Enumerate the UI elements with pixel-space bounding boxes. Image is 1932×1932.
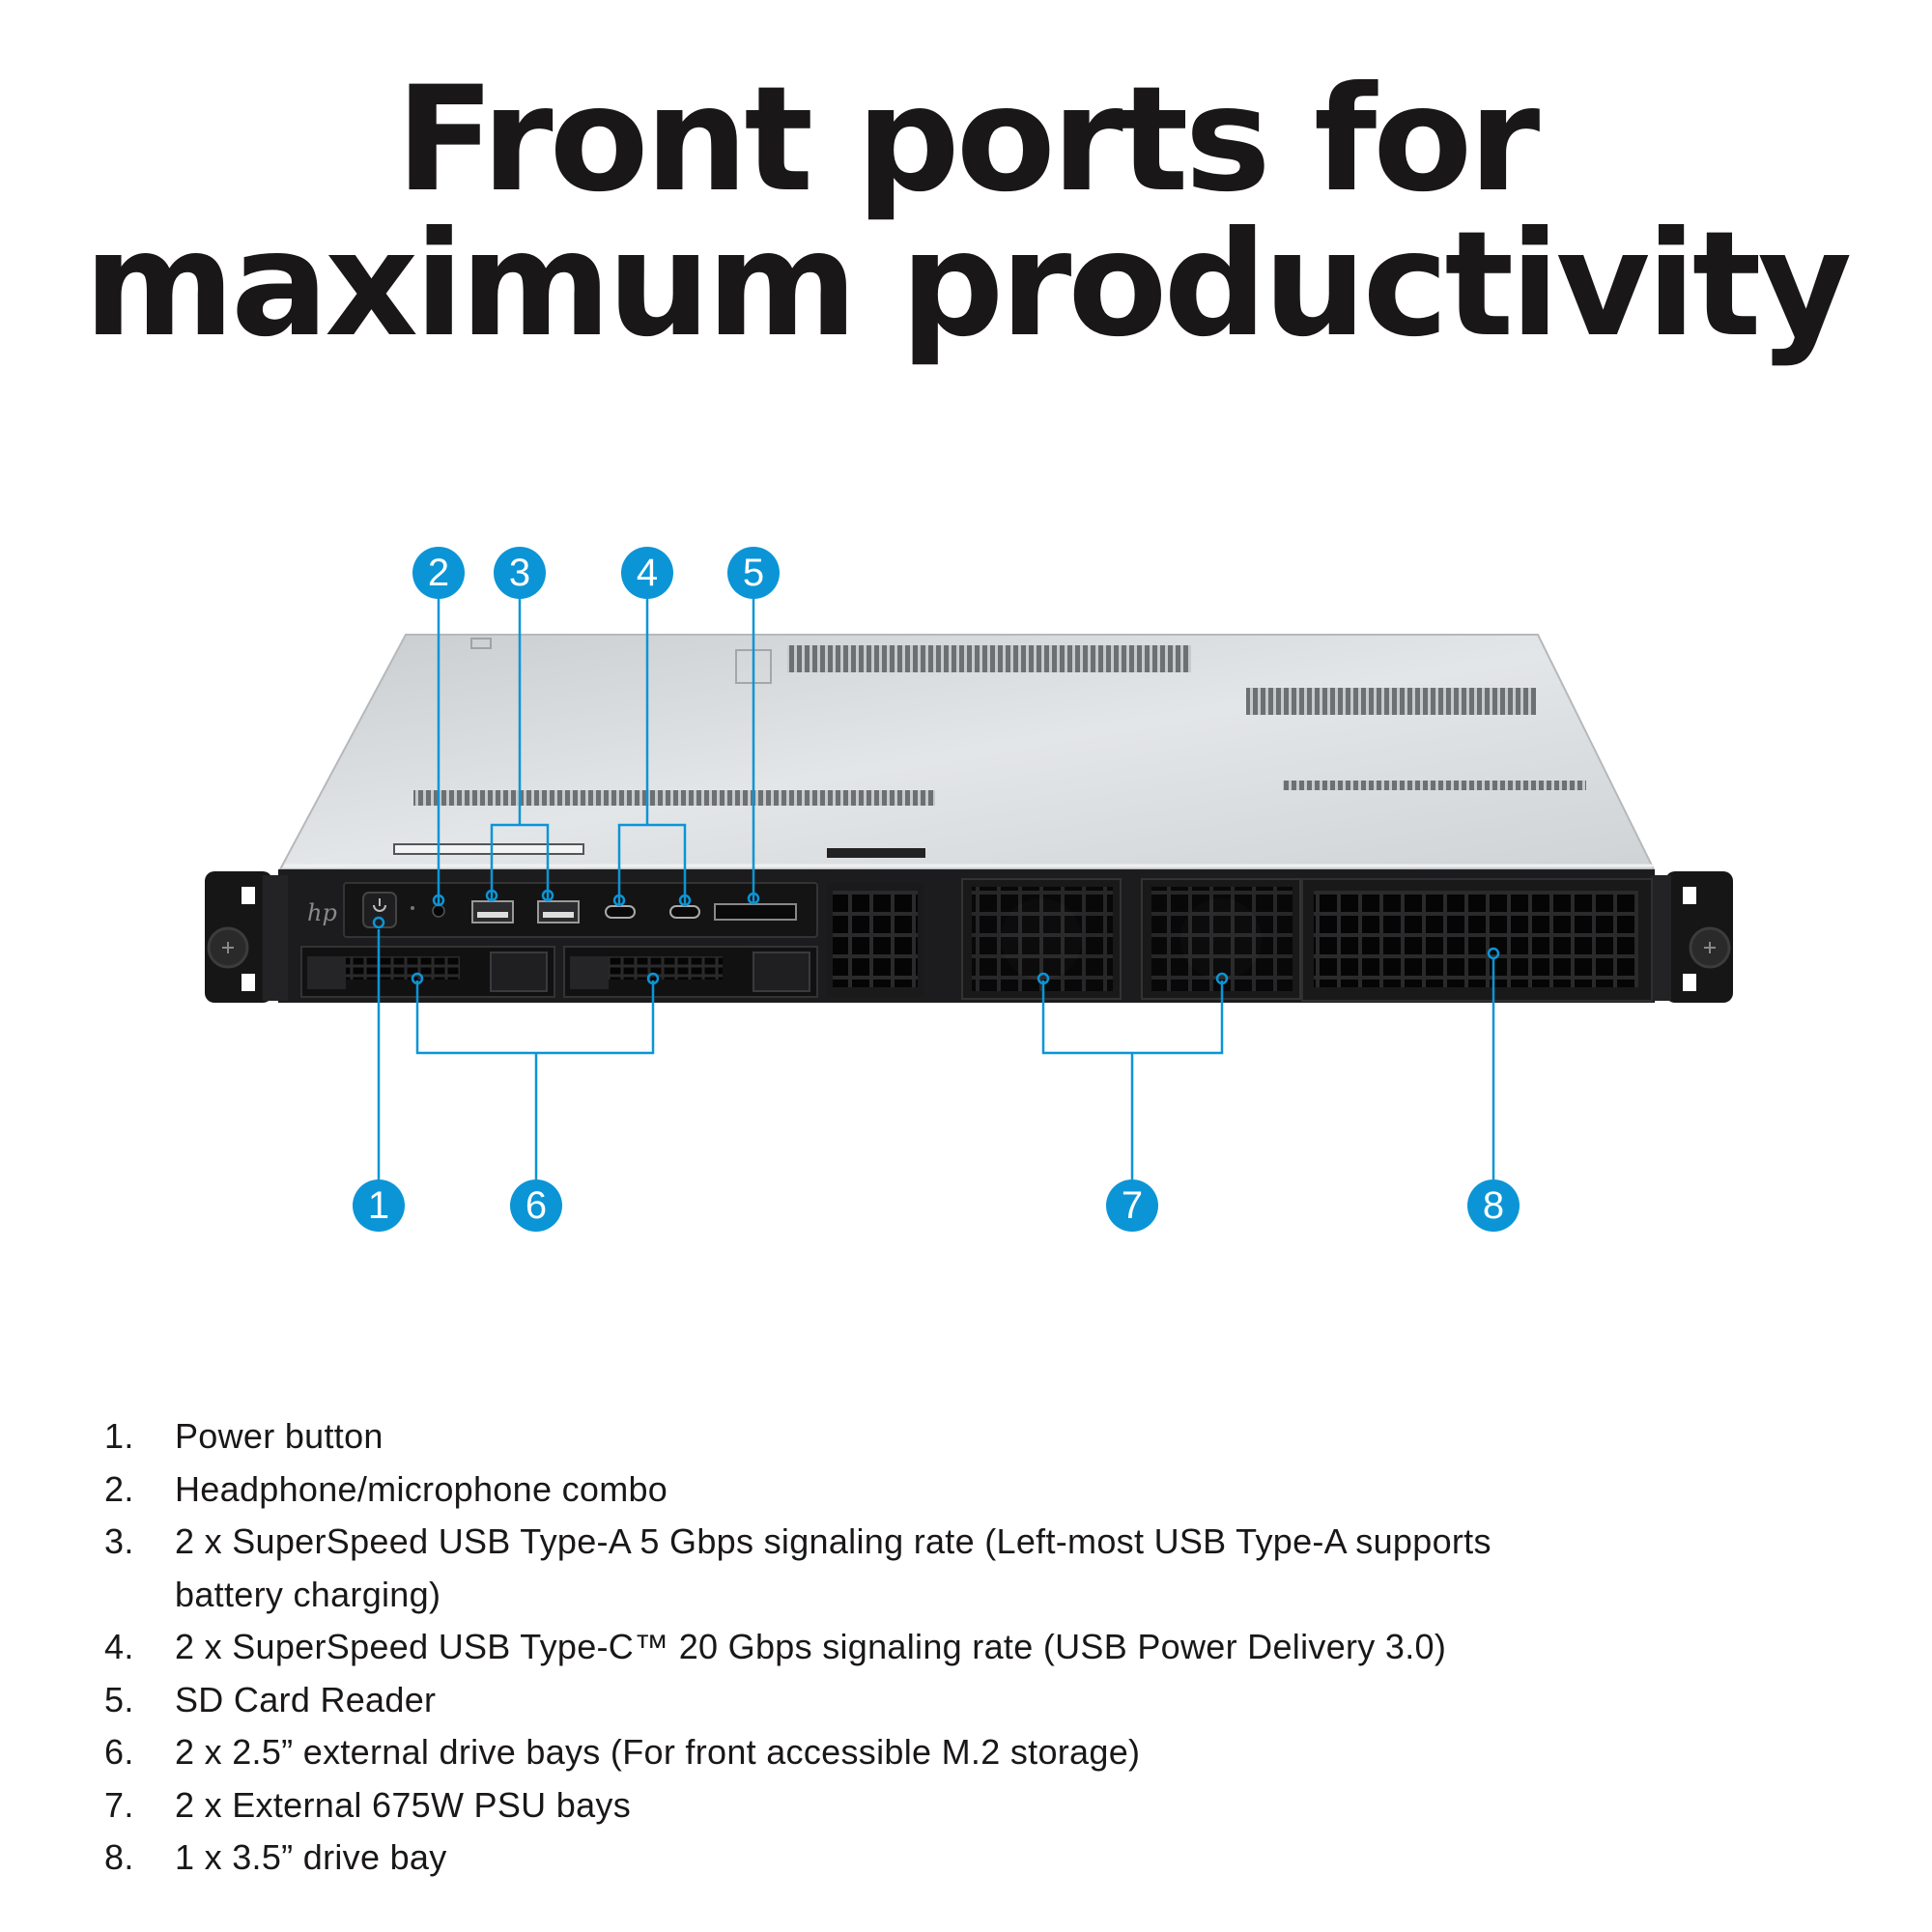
top-vent-2 [1246, 688, 1536, 715]
list-text: 2 x External 675W PSU bays [175, 1784, 632, 1825]
top-vent-1 [787, 645, 1191, 672]
hp-logo: hp [307, 899, 337, 926]
list-number: 2. [104, 1468, 134, 1509]
list-number: 4. [104, 1627, 134, 1666]
list-text: 2 x 2.5” external drive bays (For front … [175, 1732, 1141, 1772]
list-number: 7. [104, 1784, 134, 1825]
list-text: 2 x SuperSpeed USB Type-A 5 Gbps signali… [175, 1521, 1492, 1561]
pull-tab-center [827, 848, 925, 858]
list-number: 8. [104, 1837, 134, 1877]
audio-jack [432, 904, 445, 918]
list-number: 5. [104, 1679, 134, 1719]
callout-7: 7 [1106, 1179, 1158, 1232]
callout-6: 6 [510, 1179, 562, 1232]
list-text: 2 x SuperSpeed USB Type-C™ 20 Gbps signa… [175, 1627, 1447, 1666]
left-rack-ear [205, 871, 288, 1003]
title-line-2: maximum productivity [83, 201, 1853, 369]
list-item: 7. 2 x External 675W PSU bays [104, 1779, 1843, 1833]
list-text: Power button [175, 1416, 384, 1456]
list-item: 6. 2 x 2.5” external drive bays (For fro… [104, 1726, 1843, 1779]
anchor-dots [372, 889, 1500, 985]
list-item: 5. SD Card Reader [104, 1674, 1843, 1727]
feature-list: 1. Power button 2. Headphone/microphone … [104, 1410, 1843, 1885]
server-front-diagram: hp [205, 547, 1733, 1232]
io-panel [343, 882, 818, 938]
leader-lines [377, 599, 1495, 1179]
callout-8: 8 [1467, 1179, 1520, 1232]
list-item: 3. 2 x SuperSpeed USB Type-A 5 Gbps sign… [104, 1516, 1843, 1569]
list-item-continuation: battery charging) [104, 1569, 1843, 1622]
server-illustration: hp [205, 599, 1733, 1179]
list-item: 8. 1 x 3.5” drive bay [104, 1832, 1843, 1885]
list-text: SD Card Reader [175, 1679, 437, 1719]
list-number: 3. [104, 1521, 134, 1561]
psu-bay-1 [961, 878, 1122, 1000]
title-line-1: Front ports for [395, 56, 1541, 224]
list-item: 1. Power button [104, 1410, 1843, 1463]
usb-c-port-1 [605, 905, 636, 919]
power-icon [373, 898, 386, 912]
sd-card-slot [714, 903, 797, 921]
callout-3: 3 [494, 547, 546, 599]
list-number: 1. [104, 1416, 134, 1456]
usb-c-port-2 [669, 905, 700, 919]
list-item: 4. 2 x SuperSpeed USB Type-C™ 20 Gbps si… [104, 1621, 1843, 1674]
list-text: 1 x 3.5” drive bay [175, 1837, 447, 1877]
top-vent-4 [1283, 781, 1586, 790]
top-vent-3 [413, 790, 935, 806]
drive-bay-25-right [563, 946, 818, 998]
right-rack-ear [1650, 871, 1733, 1003]
drive-bay-35 [1301, 878, 1653, 1002]
pull-tab-left [393, 843, 584, 855]
list-text: Headphone/microphone combo [175, 1468, 668, 1509]
callout-5: 5 [727, 547, 780, 599]
callout-4: 4 [621, 547, 673, 599]
list-text: battery charging) [175, 1574, 441, 1614]
callout-2: 2 [412, 547, 465, 599]
page-title: Front ports for maximum productivity [0, 68, 1932, 357]
callout-1: 1 [353, 1179, 405, 1232]
list-number: 6. [104, 1732, 134, 1772]
drive-bay-25-left [300, 946, 555, 998]
list-item: 2. Headphone/microphone combo [104, 1463, 1843, 1517]
